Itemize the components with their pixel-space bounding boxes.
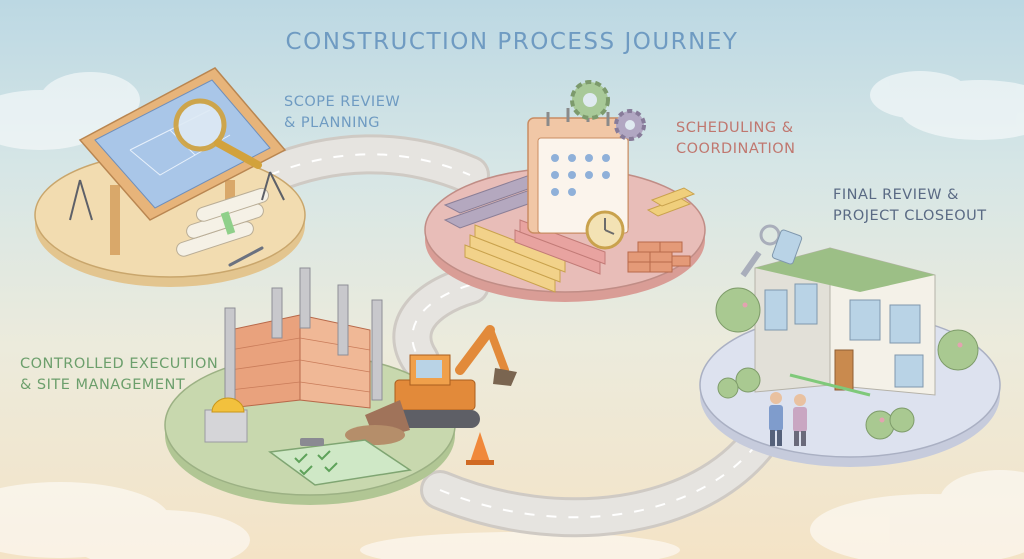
stage-label-controlled-execution: CONTROLLED EXECUTION & SITE MANAGEMENT — [20, 354, 218, 396]
stage-label-scope-review: SCOPE REVIEW & PLANNING — [284, 92, 400, 134]
stage-label-line: COORDINATION — [676, 139, 796, 160]
stage-label-line: SCOPE REVIEW — [284, 92, 400, 113]
stage-label-line: CONTROLLED EXECUTION — [20, 354, 218, 375]
stage-label-line: FINAL REVIEW & — [833, 185, 987, 206]
stage-label-line: & PLANNING — [284, 113, 400, 134]
stage-label-line: SCHEDULING & — [676, 118, 796, 139]
finished-building-icon — [700, 226, 1000, 467]
page-title: CONSTRUCTION PROCESS JOURNEY — [0, 29, 1024, 55]
calendar-gears-icon — [425, 82, 705, 302]
stage-label-line: & SITE MANAGEMENT — [20, 375, 218, 396]
stage-label-scheduling: SCHEDULING & COORDINATION — [676, 118, 796, 160]
stage-label-final-review: FINAL REVIEW & PROJECT CLOSEOUT — [833, 185, 987, 227]
stage-label-line: PROJECT CLOSEOUT — [833, 206, 987, 227]
